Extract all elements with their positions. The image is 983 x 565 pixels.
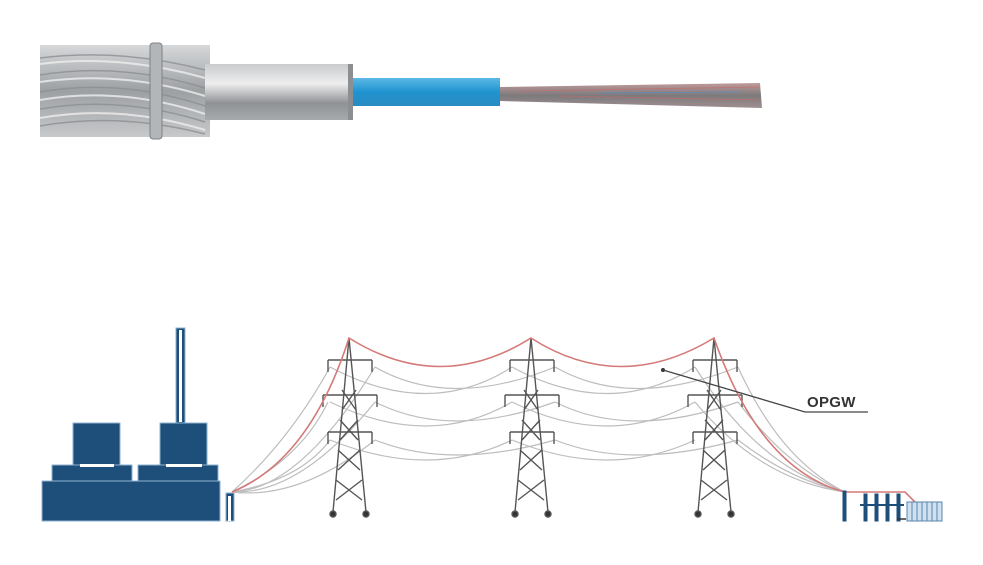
opgw-cable bbox=[39, 42, 762, 140]
opgw-leader-line bbox=[661, 368, 868, 413]
substation bbox=[842, 490, 943, 522]
binder-ring bbox=[149, 42, 163, 140]
optical-fibers bbox=[500, 83, 762, 108]
aluminum-tube bbox=[205, 64, 353, 120]
power-station bbox=[41, 327, 235, 522]
tower-1 bbox=[322, 337, 378, 518]
opgw-label: OPGW bbox=[807, 394, 856, 411]
tower-3 bbox=[687, 337, 743, 518]
conductors bbox=[231, 366, 846, 494]
tower-2 bbox=[504, 337, 560, 518]
blue-buffer-tube bbox=[353, 78, 500, 106]
opgw-wire bbox=[231, 336, 919, 506]
outer-strands bbox=[39, 45, 210, 137]
